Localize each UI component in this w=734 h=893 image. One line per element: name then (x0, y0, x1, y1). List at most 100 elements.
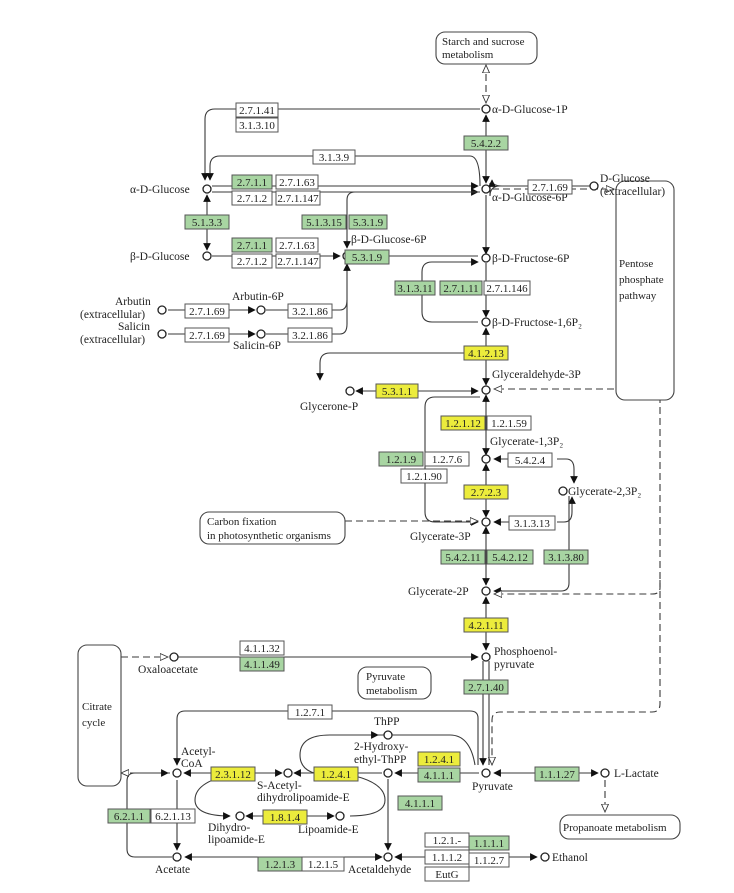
enzyme-box-3-1-3-10[interactable]: 3.1.3.10 (235, 117, 279, 133)
enzyme-box-6-2-1-1[interactable]: 6.2.1.1 (107, 808, 151, 824)
enzyme-box-2-7-1-41[interactable]: 2.7.1.41 (235, 102, 279, 118)
enzyme-box-bg (417, 751, 461, 767)
compound-node[interactable] (481, 104, 491, 114)
compound-node[interactable] (481, 253, 491, 263)
enzyme-ec-label: 2.7.1.63 (279, 177, 315, 189)
compound-node[interactable] (157, 305, 167, 315)
enzyme-box-5-1-3-15[interactable]: 5.1.3.15 (301, 214, 347, 230)
enzyme-box-2-7-2-3[interactable]: 2.7.2.3 (463, 484, 509, 500)
compound-node[interactable] (481, 454, 491, 464)
enzyme-box-2-7-1-147[interactable]: 2.7.1.147 (275, 190, 321, 206)
enzyme-box-5-3-1-9[interactable]: 5.3.1.9 (348, 214, 388, 230)
enzyme-box-4-1-1-1[interactable]: 4.1.1.1 (397, 795, 443, 811)
compound-node[interactable] (481, 385, 491, 395)
enzyme-box-2-7-1-1[interactable]: 2.7.1.1 (231, 174, 273, 190)
enzyme-ec-label: 3.1.3.80 (548, 552, 584, 564)
compound-node[interactable] (169, 652, 179, 662)
enzyme-box-5-1-3-3[interactable]: 5.1.3.3 (184, 214, 230, 230)
compound-node[interactable] (481, 652, 491, 662)
enzyme-box-1-2-1-3[interactable]: 1.2.1.3 (257, 856, 303, 872)
enzyme-box-1-2-4-1[interactable]: 1.2.4.1 (417, 751, 461, 767)
enzyme-box-2-7-1-1[interactable]: 2.7.1.1 (231, 237, 273, 253)
enzyme-box-6-2-1-13[interactable]: 6.2.1.13 (150, 808, 196, 824)
enzyme-box-1-1-1-2[interactable]: 1.1.1.2 (424, 849, 470, 865)
enzyme-box-5-4-2-11[interactable]: 5.4.2.11 (440, 549, 486, 565)
enzyme-box-3-1-3-9[interactable]: 3.1.3.9 (312, 149, 356, 165)
enzyme-box-3-1-3-13[interactable]: 3.1.3.13 (508, 515, 556, 531)
enzyme-box-2-7-1-63[interactable]: 2.7.1.63 (275, 237, 319, 253)
enzyme-box-5-3-1-1[interactable]: 5.3.1.1 (375, 383, 419, 399)
enzyme-box-1-2-1-9[interactable]: 1.2.1.9 (378, 451, 424, 467)
compound-node[interactable] (589, 181, 599, 191)
map-pyruvate-metabolism[interactable]: Pyruvate metabolism (357, 666, 432, 700)
enzyme-box-1-1-2-7[interactable]: 1.1.2.7 (468, 852, 510, 868)
compound-node[interactable] (383, 730, 393, 740)
enzyme-box-5-4-2-4[interactable]: 5.4.2.4 (507, 452, 553, 468)
enzyme-box-2-7-1-69[interactable]: 2.7.1.69 (527, 179, 573, 195)
compound-node[interactable] (481, 586, 491, 596)
compound-node[interactable] (172, 768, 182, 778)
enzyme-box-1-8-1-4[interactable]: 1.8.1.4 (262, 809, 308, 825)
compound-node[interactable] (335, 811, 345, 821)
compound-label: pyruvate (494, 659, 534, 671)
enzyme-box-1-2-1-59[interactable]: 1.2.1.59 (486, 415, 532, 431)
enzyme-box-3-1-3-11[interactable]: 3.1.3.11 (394, 280, 436, 296)
map-starch-sucrose[interactable]: Starch and sucrose metabolism (435, 31, 538, 65)
enzyme-box-1-2-4-1[interactable]: 1.2.4.1 (313, 766, 359, 782)
enzyme-box-1-1-1-27[interactable]: 1.1.1.27 (534, 766, 580, 782)
map-pentose-phosphate[interactable]: Pentose phosphate pathway (615, 180, 675, 401)
enzyme-box-4-1-1-32[interactable]: 4.1.1.32 (239, 640, 285, 656)
enzyme-box-4-1-1-49[interactable]: 4.1.1.49 (239, 656, 285, 672)
enzyme-box-1-2-7-1[interactable]: 1.2.7.1 (287, 704, 333, 720)
map-citrate-cycle[interactable]: Citrate cycle (77, 644, 122, 787)
compound-node[interactable] (256, 329, 266, 339)
compound-node[interactable] (157, 329, 167, 339)
compound-node[interactable] (481, 768, 491, 778)
enzyme-box-2-7-1-63[interactable]: 2.7.1.63 (275, 174, 319, 190)
compound-node[interactable] (283, 768, 293, 778)
enzyme-box-2-3-1-12[interactable]: 2.3.1.12 (210, 766, 256, 782)
compound-node[interactable] (383, 852, 393, 862)
enzyme-box-2-7-1-69[interactable]: 2.7.1.69 (184, 303, 230, 319)
enzyme-box-2-7-1-40[interactable]: 2.7.1.40 (463, 679, 509, 695)
compound-label: 2-Hydroxy- (354, 741, 408, 753)
compound-node[interactable] (383, 768, 393, 778)
enzyme-box-2-7-1-146[interactable]: 2.7.1.146 (483, 280, 531, 296)
compound-node[interactable] (481, 517, 491, 527)
enzyme-box-3-1-3-80[interactable]: 3.1.3.80 (543, 549, 589, 565)
enzyme-box-4-1-2-13[interactable]: 4.1.2.13 (463, 345, 509, 361)
enzyme-box-3-2-1-86[interactable]: 3.2.1.86 (287, 327, 333, 343)
compound-node[interactable] (202, 184, 212, 194)
compound-node[interactable] (481, 184, 491, 194)
enzyme-box-1-2-1-5[interactable]: 1.2.1.5 (301, 856, 345, 872)
enzyme-box-2-7-1-2[interactable]: 2.7.1.2 (231, 190, 273, 206)
enzyme-box-3-2-1-86[interactable]: 3.2.1.86 (287, 303, 333, 319)
enzyme-box-1-2-1-90[interactable]: 1.2.1.90 (400, 468, 448, 484)
compound-node[interactable] (256, 305, 266, 315)
enzyme-box-2-7-1-2[interactable]: 2.7.1.2 (231, 253, 273, 269)
enzyme-box-1-2-7-6[interactable]: 1.2.7.6 (424, 451, 470, 467)
enzyme-box-2-7-1-147[interactable]: 2.7.1.147 (275, 253, 321, 269)
enzyme-box-5-3-1-9[interactable]: 5.3.1.9 (344, 249, 390, 265)
enzyme-box-1-2-1--[interactable]: 1.2.1.- (424, 832, 470, 848)
compound-node[interactable] (202, 251, 212, 261)
compound-node[interactable] (540, 852, 550, 862)
compound-node[interactable] (345, 386, 355, 396)
compound-node[interactable] (481, 317, 491, 327)
compound-node[interactable] (600, 768, 610, 778)
enzyme-box-5-4-2-2[interactable]: 5.4.2.2 (463, 135, 509, 151)
enzyme-box-1-1-1-1[interactable]: 1.1.1.1 (468, 835, 510, 851)
enzyme-box-EutG[interactable]: EutG (424, 866, 470, 882)
compound-node[interactable] (558, 486, 568, 496)
map-carbon-fixation[interactable]: Carbon fixation in photosynthetic organi… (199, 511, 346, 545)
map-propanoate[interactable]: Propanoate metabolism (559, 814, 681, 840)
enzyme-box-2-7-1-11[interactable]: 2.7.1.11 (439, 280, 483, 296)
enzyme-box-2-7-1-69[interactable]: 2.7.1.69 (184, 327, 230, 343)
enzyme-box-5-4-2-12[interactable]: 5.4.2.12 (486, 549, 534, 565)
enzyme-box-4-1-1-1[interactable]: 4.1.1.1 (417, 767, 461, 783)
enzyme-box-1-2-1-12[interactable]: 1.2.1.12 (440, 415, 486, 431)
compound-label: β-D-Fructose-6P (492, 253, 569, 265)
enzyme-box-4-2-1-11[interactable]: 4.2.1.11 (463, 617, 509, 633)
compound-node[interactable] (235, 811, 245, 821)
compound-node[interactable] (172, 852, 182, 862)
